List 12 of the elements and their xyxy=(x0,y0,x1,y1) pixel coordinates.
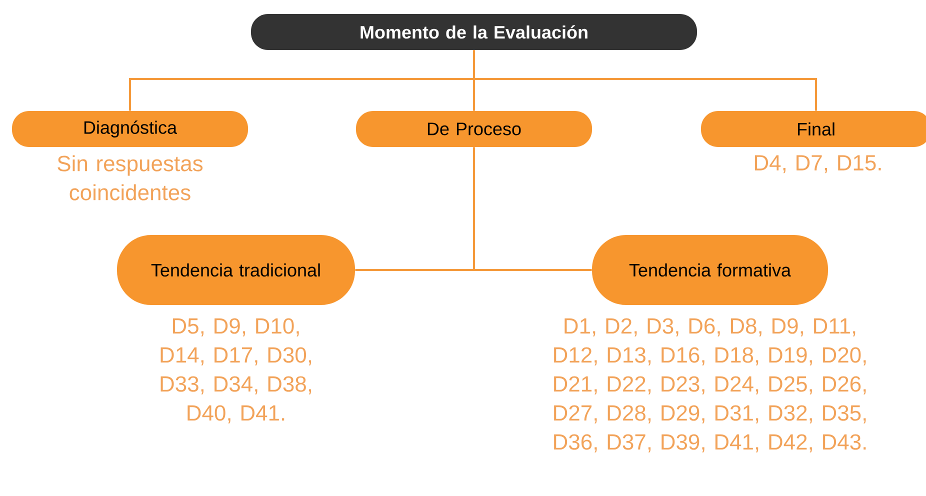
category-box: Tendencia tradicional xyxy=(117,235,355,305)
category-box: Diagnóstica xyxy=(12,111,248,147)
code-list: D5, D9, D10, D14, D17, D30, D33, D34, D38, D40, D41. xyxy=(160,318,312,424)
category-box: Final xyxy=(701,111,926,147)
category-box: De Proceso xyxy=(356,111,592,147)
code-list: Sin respuestas coincidentes xyxy=(58,155,203,200)
code-list: D4, D7, D15. xyxy=(755,155,881,174)
heading-box: Momento de la Evaluación xyxy=(251,14,697,50)
category-box: Tendencia formativa xyxy=(592,235,828,305)
connector-line xyxy=(473,50,817,111)
connector-line xyxy=(473,147,592,271)
code-list: D1, D2, D3, D6, D8, D9, D11, D12, D13, D16, D18, D19, D20, D21, D22, D23, D24, D25, D26, D27, D28, D29, D31, D32, D35, D36, D37, D39, D41, D42, D43. xyxy=(554,318,866,452)
